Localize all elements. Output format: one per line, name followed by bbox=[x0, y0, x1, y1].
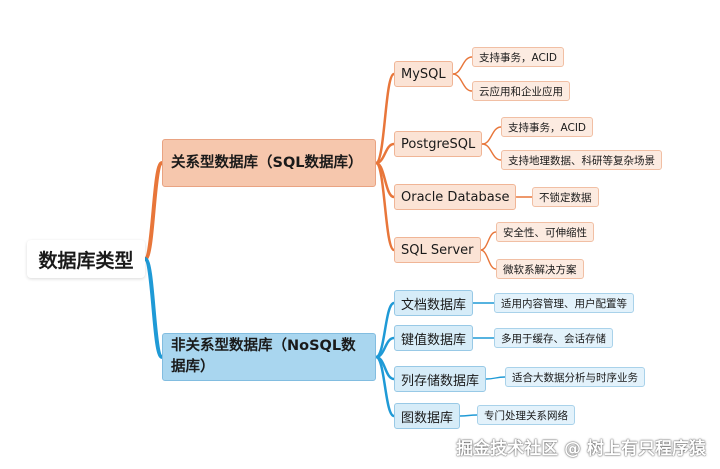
node-graph-db: 图数据库 bbox=[394, 403, 461, 429]
leaf-oracle-1: 不锁定数据 bbox=[532, 187, 599, 207]
leaf-sqlserver-1: 安全性、可伸缩性 bbox=[496, 222, 594, 242]
node-column-db: 列存储数据库 bbox=[394, 366, 487, 392]
branch-relational: 关系型数据库（SQL数据库） bbox=[162, 139, 376, 187]
leaf-document-db: 适用内容管理、用户配置等 bbox=[494, 293, 634, 313]
link-node-sqlserver bbox=[374, 161, 396, 252]
link-leaf-mysql-1 bbox=[451, 56, 473, 75]
leaf-postgresql-1: 支持事务，ACID bbox=[501, 117, 594, 137]
link-leaf-graph-db bbox=[459, 414, 478, 417]
link-leaf-postgresql-1 bbox=[481, 126, 502, 145]
leaf-keyvalue-db: 多用于缓存、会话存储 bbox=[494, 328, 613, 348]
leaf-graph-db: 专门处理关系网络 bbox=[477, 405, 575, 425]
node-document-db: 文档数据库 bbox=[394, 290, 474, 316]
link-leaf-sqlserver-2 bbox=[479, 249, 497, 270]
node-oracle: Oracle Database bbox=[394, 184, 517, 210]
leaf-column-db: 适合大数据分析与时序业务 bbox=[505, 367, 645, 387]
link-leaf-mysql-2 bbox=[451, 73, 473, 92]
link-node-graph-db bbox=[374, 355, 396, 418]
link-leaf-postgresql-2 bbox=[481, 143, 502, 161]
node-sqlserver: SQL Server bbox=[394, 237, 481, 263]
root-node: 数据库类型 bbox=[27, 240, 145, 278]
watermark: 掘金技术社区 @ 树上有只程序猿 bbox=[456, 439, 706, 459]
link-leaf-sqlserver-1 bbox=[479, 231, 497, 251]
branch-nonrelational: 非关系型数据库（NoSQL数据库） bbox=[162, 333, 376, 381]
link-node-mysql bbox=[374, 72, 396, 165]
leaf-postgresql-2: 支持地理数据、科研等复杂场景 bbox=[501, 150, 662, 170]
link-root-nonrelational bbox=[143, 257, 164, 359]
link-leaf-column-db bbox=[485, 376, 506, 380]
node-keyvalue-db: 键值数据库 bbox=[394, 325, 474, 351]
leaf-sqlserver-2: 微软系解决方案 bbox=[496, 259, 584, 279]
node-postgresql: PostgreSQL bbox=[394, 131, 483, 157]
leaf-mysql-1: 支持事务，ACID bbox=[472, 47, 565, 67]
node-mysql: MySQL bbox=[394, 61, 453, 87]
leaf-mysql-2: 云应用和企业应用 bbox=[472, 81, 570, 101]
link-root-relational bbox=[143, 161, 164, 261]
